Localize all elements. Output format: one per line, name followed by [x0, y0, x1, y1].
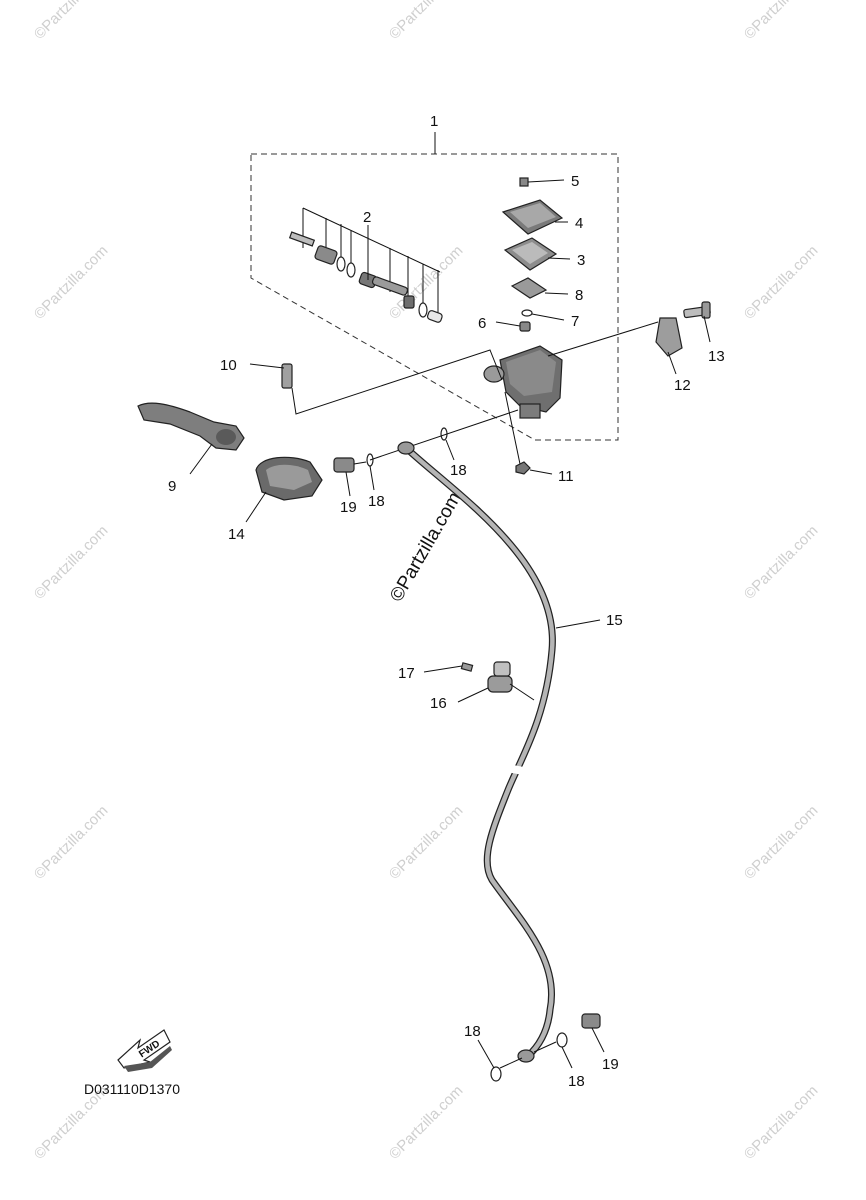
watermark-text: ©Partzilla.com	[31, 242, 112, 323]
callout-14: 14	[228, 526, 245, 543]
watermark-text: ©Partzilla.com	[31, 0, 112, 43]
watermark-text: ©Partzilla.com	[386, 0, 467, 43]
diagram-code: D031110D1370	[84, 1081, 180, 1097]
watermark-text: ©Partzilla.com	[386, 802, 467, 883]
callout-1: 1	[430, 113, 438, 130]
clutch-hose: 15	[397, 441, 623, 1063]
piston-kit: 2	[288, 207, 443, 323]
reservoir-cap-parts: 5 4 3 8 7 6	[478, 173, 585, 332]
callout-19-top: 19	[340, 499, 357, 516]
callout-18-bottom-left: 18	[464, 1023, 481, 1040]
watermark-center: ©Partzilla.com	[386, 489, 466, 606]
callout-5: 5	[571, 173, 579, 190]
watermark-text: ©Partzilla.com	[741, 242, 822, 323]
nut: 11	[515, 461, 574, 485]
watermark-text: ©Partzilla.com	[741, 522, 822, 603]
callout-18-bottom-right: 18	[568, 1073, 585, 1090]
callout-4: 4	[575, 215, 583, 232]
callout-9: 9	[168, 478, 176, 495]
watermark-text: ©Partzilla.com	[741, 1082, 822, 1163]
callout-18-top-left: 18	[368, 493, 385, 510]
callout-16: 16	[430, 695, 447, 712]
watermark-text: ©Partzilla.com	[31, 802, 112, 883]
callout-11: 11	[558, 468, 574, 485]
callout-2: 2	[363, 209, 371, 226]
holder-and-bolt: 12 13	[547, 301, 725, 394]
watermark-text: ©Partzilla.com	[386, 1082, 467, 1163]
callout-19-bottom: 19	[602, 1056, 619, 1073]
watermark-text: ©Partzilla.com	[31, 522, 112, 603]
bottom-fittings: 18 18 19	[464, 1013, 619, 1090]
callout-3: 3	[577, 252, 585, 269]
watermark-text: ©Partzilla.com	[741, 0, 822, 43]
callout-10: 10	[220, 357, 237, 374]
assembly-box	[250, 132, 619, 441]
callout-8: 8	[575, 287, 583, 304]
clutch-lever: 9	[137, 402, 245, 495]
watermark-text: ©Partzilla.com	[741, 802, 822, 883]
master-cylinder-body	[483, 345, 563, 465]
watermarks: ©Partzilla.com ©Partzilla.com ©Partzilla…	[31, 0, 822, 1163]
fwd-arrow: FWD	[117, 1029, 172, 1072]
callout-12: 12	[674, 377, 691, 394]
top-fittings: 19 18 18	[333, 409, 519, 516]
hose-clamp: 16 17	[398, 661, 535, 712]
callout-15: 15	[606, 612, 623, 629]
lever-holder: 14	[228, 456, 323, 543]
pivot-bolt: 10	[220, 349, 503, 415]
callout-13: 13	[708, 348, 725, 365]
callout-18-top-right: 18	[450, 462, 467, 479]
callout-6: 6	[478, 315, 486, 332]
callout-17: 17	[398, 665, 415, 682]
callout-7: 7	[571, 313, 579, 330]
